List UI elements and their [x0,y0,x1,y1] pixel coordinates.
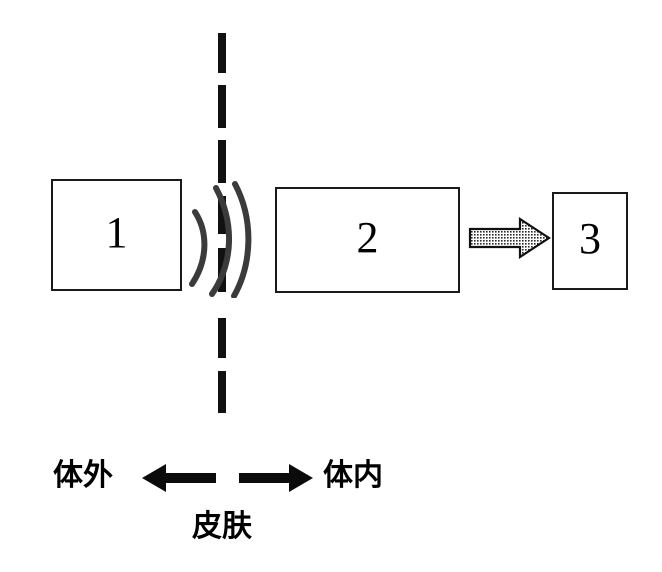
component-box-3: 3 [552,192,628,290]
component-box-1: 1 [51,179,182,291]
component-box-2-label: 2 [356,213,379,262]
boundary-dash [218,196,226,234]
arrow-right-icon [237,462,315,494]
component-box-2: 2 [275,187,460,293]
boundary-dash [218,371,226,413]
component-box-1-label: 1 [105,208,128,257]
boundary-dash [218,318,226,358]
component-box-3-label: 3 [579,214,601,263]
arrow-left-icon [140,462,218,494]
boundary-dash [218,140,226,183]
boundary-dash [218,85,226,128]
outside-body-label: 体外 [53,458,113,493]
boundary-dash [218,33,226,73]
signal-wave-icon [186,180,260,298]
skin-caption-label: 皮肤 [192,509,252,544]
inside-body-label: 体内 [323,458,383,493]
block-arrow-right-icon [468,216,552,260]
